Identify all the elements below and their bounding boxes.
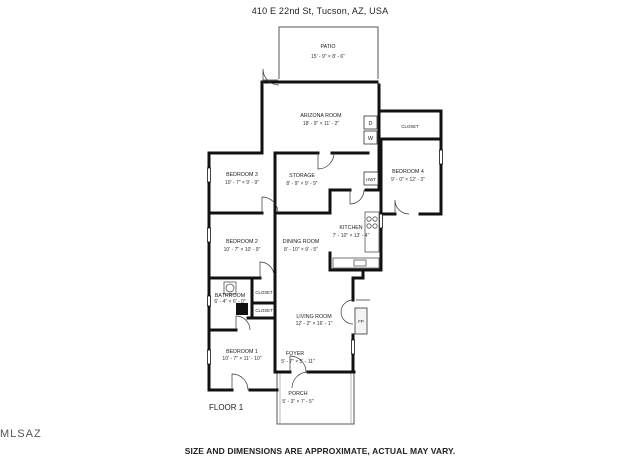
porch-dims: 5' - 3" × 7' - 5" [282, 399, 313, 405]
washer-box [363, 130, 378, 145]
porch-outline [276, 373, 355, 425]
bathroom-name: BATHROOM [215, 293, 245, 299]
bedroom2-dims: 10' - 7" × 10' - 9" [224, 247, 261, 253]
bathroom-dims: 6' - 4" × 6' - 0" [214, 299, 245, 305]
storage-name: STORAGE [289, 173, 315, 179]
bedroom3-name: BEDROOM 3 [226, 172, 258, 178]
dimensions-disclaimer: SIZE AND DIMENSIONS ARE APPROXIMATE, ACT… [184, 446, 456, 456]
dining-room-name: DINING ROOM [283, 239, 320, 245]
shower-block [236, 303, 248, 315]
bedroom1-name: BEDROOM 1 [226, 349, 258, 355]
bathroom-closet-name: CLOSET [255, 290, 273, 295]
arizona-room-dims: 18' - 9" × 11' - 2" [303, 121, 340, 127]
kitchen-dims: 7' - 10" × 13' - 4" [333, 233, 370, 239]
windows [207, 149, 443, 365]
dryer-box [363, 115, 378, 130]
fireplace-box [354, 307, 368, 335]
water-heater-label: HWT [366, 177, 376, 182]
patio-outline [278, 26, 379, 79]
patio-dims: 15' - 9" × 8' - 6" [311, 54, 345, 60]
plan-address-title: 410 E 22nd St, Tucson, AZ, USA [251, 6, 389, 16]
living-room-dims: 12' - 2" × 16' - 1" [296, 321, 333, 327]
storage-dims: 8' - 9" × 9' - 9" [286, 181, 317, 187]
kitchen-name: KITCHEN [339, 225, 362, 231]
bedroom4-name: BEDROOM 4 [392, 169, 424, 175]
bedroom3-dims: 10' - 7" × 9' - 9" [225, 180, 259, 186]
living-room-name: LIVING ROOM [296, 314, 331, 320]
porch-name: PORCH [288, 391, 307, 397]
water-heater-box [363, 171, 379, 186]
fireplace-label: FP [358, 319, 364, 324]
bedroom4-closet-name: CLOSET [401, 124, 419, 129]
arizona-room-name: ARIZONA ROOM [300, 113, 341, 119]
bathroom-fixtures [223, 281, 237, 295]
mls-logo: MLSAZ [0, 428, 42, 440]
washer-label: W [368, 136, 374, 142]
hall-closet-name: CLOSET [255, 308, 273, 313]
dining-room-dims: 8' - 10" × 9' - 5" [284, 247, 318, 253]
floor-label: FLOOR 1 [209, 403, 244, 412]
bedroom2-name: BEDROOM 2 [226, 239, 258, 245]
doors [231, 68, 410, 391]
foyer-dims: 5' - 7" × 5' - 11" [281, 359, 315, 365]
walls [207, 80, 443, 392]
kitchen-counters [332, 211, 380, 269]
patio-name: PATIO [320, 44, 335, 50]
dryer-label: D [369, 121, 373, 127]
bedroom1-dims: 10' - 7" × 11' - 10" [222, 356, 261, 362]
bedroom4-dims: 9' - 0" × 12' - 3" [391, 177, 425, 183]
foyer-name: FOYER [286, 351, 304, 357]
